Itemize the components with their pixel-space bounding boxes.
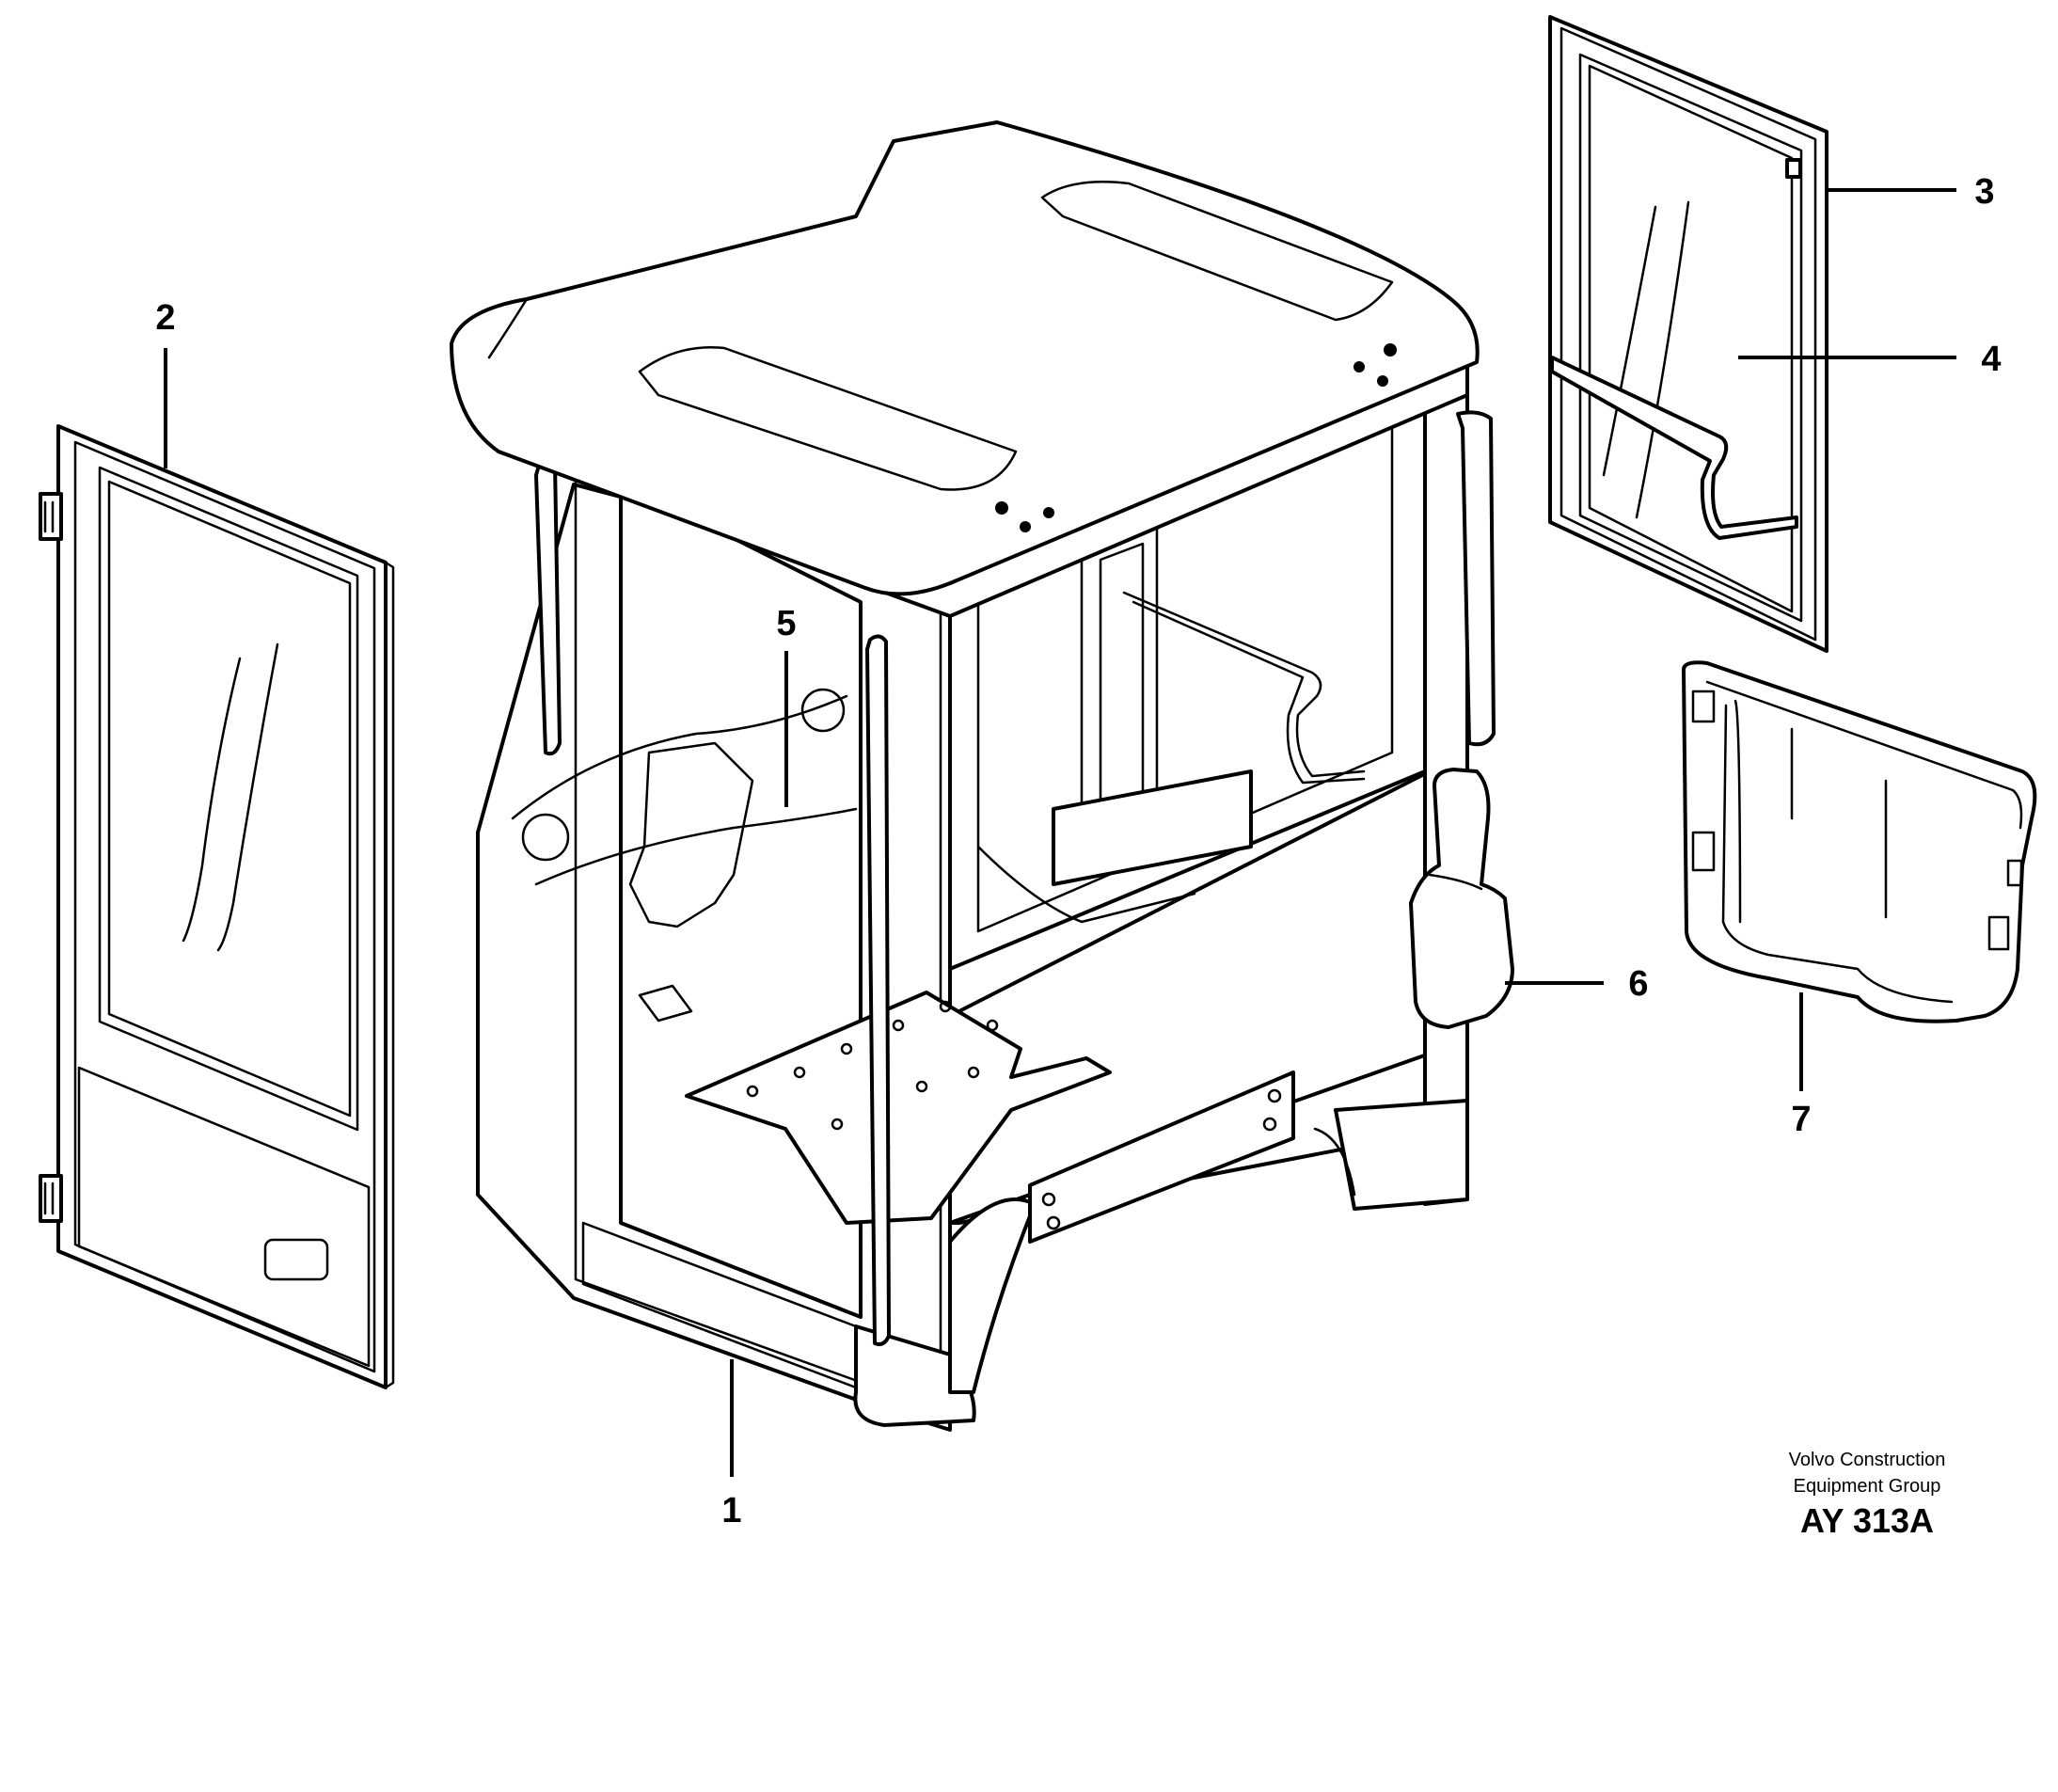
credit-company-line1: Volvo Construction	[1788, 1450, 1946, 1470]
callout-3: 3	[1974, 172, 1994, 212]
credit-company-line2: Equipment Group	[1793, 1476, 1941, 1497]
callout-4: 4	[1981, 340, 2001, 379]
callout-1: 1	[721, 1491, 741, 1530]
floor-bolts	[746, 1000, 1282, 1230]
callout-6: 6	[1628, 964, 1648, 1004]
door-part	[39, 424, 395, 1389]
mirror-part	[1409, 768, 1514, 1029]
drawing-credit: Volvo Construction Equipment Group AY 31…	[1688, 1447, 2046, 1543]
rear-panel-part	[1682, 660, 2037, 1023]
drawing-code: AY 313A	[1799, 1501, 1935, 1540]
callout-2: 2	[155, 298, 175, 338]
leader-lines	[164, 188, 1956, 1477]
cab-part	[450, 120, 1496, 1432]
callout-7: 7	[1791, 1100, 1811, 1139]
callout-5: 5	[776, 604, 796, 643]
side-window-part	[1548, 15, 1828, 653]
